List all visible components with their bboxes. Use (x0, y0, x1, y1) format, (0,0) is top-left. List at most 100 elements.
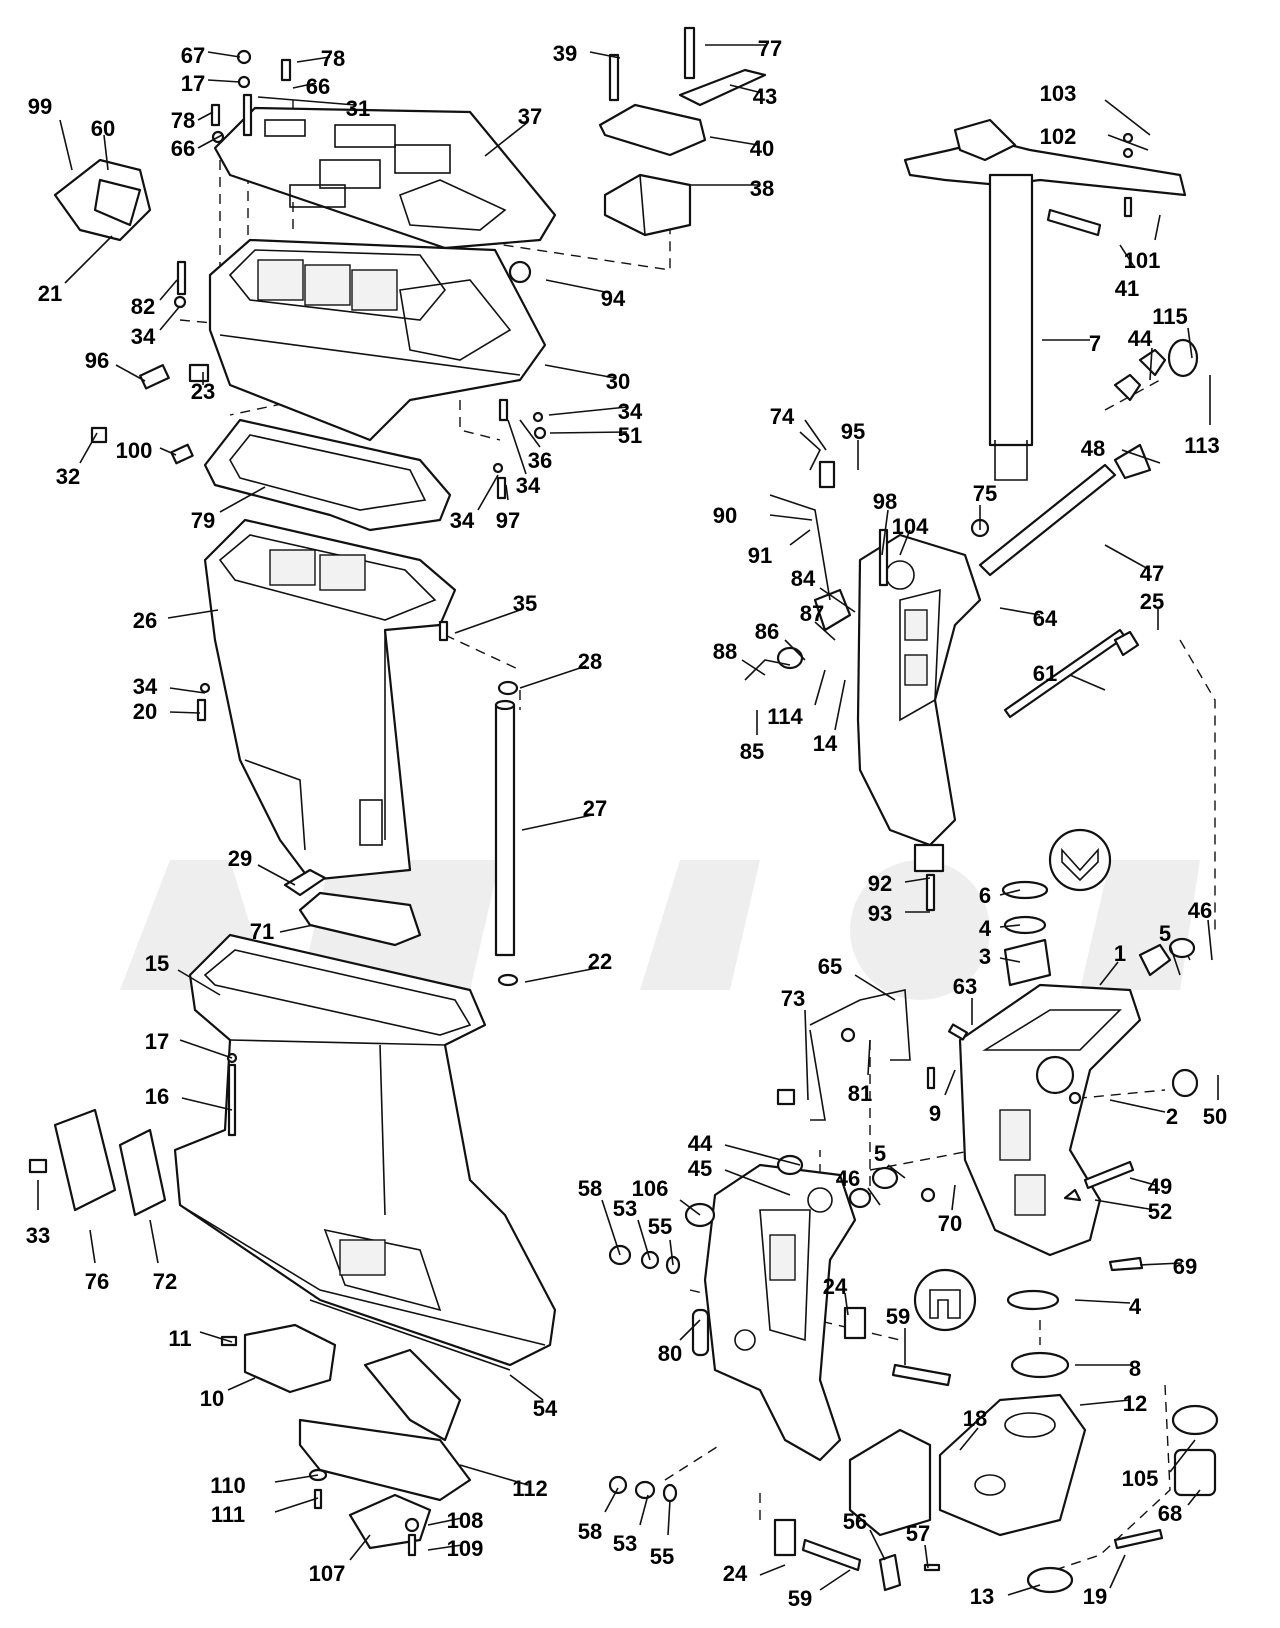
callout-c21: 21 (38, 281, 62, 306)
leader-line-c112 (459, 1464, 529, 1486)
callout-c67: 67 (181, 43, 205, 68)
callout-c115: 115 (1152, 304, 1188, 329)
leader-line-c108 (427, 1517, 463, 1526)
leader-line-c49 (1129, 1177, 1156, 1186)
callout-c68: 68 (1158, 1501, 1182, 1526)
leader-line-c21 (64, 235, 113, 284)
leader-line-c3 (999, 957, 1021, 963)
stern-bracket-45 (703, 1163, 857, 1462)
leader-line-c92 (904, 877, 931, 883)
leader-line-c55a (669, 1239, 674, 1266)
callout-c103: 103 (1040, 81, 1077, 106)
bolts-39-77 (608, 26, 696, 102)
callout-c93: 93 (868, 901, 892, 926)
callout-c39: 39 (553, 41, 577, 66)
leader-line-c41 (1119, 244, 1136, 269)
callout-c48: 48 (1081, 436, 1105, 461)
callout-c11: 11 (168, 1326, 191, 1351)
callout-c34c: 34 (516, 473, 541, 498)
leader-line-c102 (1107, 134, 1149, 151)
callout-c19: 19 (1083, 1584, 1107, 1609)
swivel-12 (938, 1393, 1087, 1537)
callout-c79: 79 (191, 508, 215, 533)
callout-c50: 50 (1203, 1104, 1227, 1129)
leader-line-c87 (814, 621, 836, 641)
callout-c24b: 24 (723, 1561, 748, 1586)
leader-line-c4b (1074, 1299, 1131, 1304)
callout-c35: 35 (513, 591, 537, 616)
callout-c8: 8 (1129, 1356, 1141, 1381)
callout-c37: 37 (518, 104, 542, 129)
callout-c54: 54 (533, 1396, 558, 1421)
callout-c44a: 44 (1128, 326, 1153, 351)
plate-112 (298, 1348, 472, 1502)
seal-detail-badges (913, 828, 1112, 1332)
leader-line-c59b (819, 1569, 851, 1591)
callout-c99: 99 (28, 94, 52, 119)
callout-c36: 36 (528, 448, 552, 473)
callout-c59a: 59 (886, 1304, 910, 1329)
callout-c102: 102 (1040, 124, 1077, 149)
callout-c106: 106 (632, 1176, 669, 1201)
callout-c34d: 34 (450, 508, 475, 533)
callout-c56: 56 (843, 1509, 867, 1534)
callout-c61: 61 (1033, 661, 1057, 686)
leader-line-c36 (519, 419, 541, 448)
callout-c15: 15 (145, 951, 169, 976)
leader-line-c72 (149, 1219, 159, 1264)
leader-line-c17a (207, 79, 241, 83)
callout-c26: 26 (133, 608, 157, 633)
leader-line-c84 (819, 587, 856, 613)
callout-c55a: 55 (648, 1214, 672, 1239)
callout-c20: 20 (133, 699, 157, 724)
leader-line-c30 (544, 364, 616, 379)
leader-line-c111 (274, 1497, 319, 1513)
callout-c14: 14 (813, 731, 838, 756)
leader-line-c52 (1094, 1199, 1156, 1211)
lever-65 (809, 989, 911, 1121)
leader-line-c34c (507, 419, 527, 475)
leader-line-c91 (789, 529, 811, 546)
leader-line-c34d (477, 474, 499, 511)
exhaust-seal-29 (283, 868, 327, 897)
callout-c95: 95 (841, 419, 865, 444)
callout-c78b: 78 (171, 108, 195, 133)
leader-line-c57 (924, 1544, 929, 1569)
callout-c22: 22 (588, 949, 612, 974)
callout-c34e: 34 (133, 674, 158, 699)
leader-line-c27 (521, 814, 593, 831)
leader-line-c107 (349, 1534, 371, 1561)
leader-line-c34e (169, 687, 206, 694)
leader-line-c70 (951, 1184, 956, 1211)
exhaust-tube-27 (494, 699, 516, 957)
callout-c75: 75 (973, 481, 997, 506)
leader-line-c100 (159, 447, 177, 456)
callout-c65: 65 (818, 954, 842, 979)
stern-bracket-1 (958, 983, 1142, 1257)
leader-line-c53a (637, 1219, 651, 1261)
callout-c47: 47 (1140, 561, 1164, 586)
leader-line-c69 (1139, 1262, 1183, 1266)
leader-line-c109 (427, 1544, 463, 1551)
pack-38 (603, 173, 692, 237)
leader-line-c51 (549, 431, 628, 434)
leader-lines (37, 44, 1219, 1596)
callout-c78a: 78 (321, 46, 345, 71)
callout-c82: 82 (131, 294, 155, 319)
callout-c12: 12 (1123, 1391, 1147, 1416)
callout-c17a: 17 (181, 71, 205, 96)
leader-line-c11 (199, 1331, 233, 1343)
callout-c96: 96 (85, 348, 109, 373)
callout-c13: 13 (970, 1584, 994, 1609)
callout-c43: 43 (753, 84, 777, 109)
callout-c94: 94 (601, 286, 626, 311)
callout-c81: 81 (848, 1081, 872, 1106)
leader-line-c20 (169, 711, 201, 714)
leader-line-c105 (1169, 1439, 1196, 1473)
callout-c77: 77 (758, 36, 782, 61)
leader-line-c46a (1207, 919, 1213, 961)
callout-c92: 92 (868, 871, 892, 896)
leader-line-c29 (257, 864, 296, 886)
callout-c109: 109 (447, 1536, 484, 1561)
